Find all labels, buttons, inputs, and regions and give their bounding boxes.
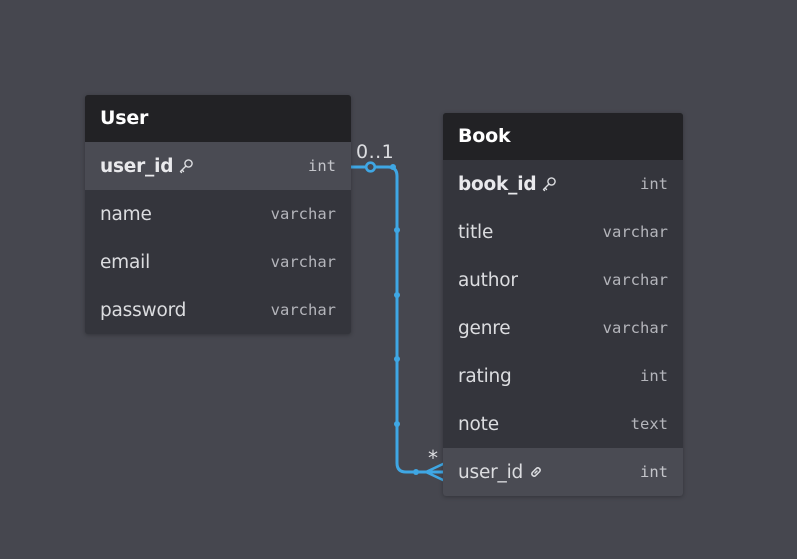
field-name: user_id: [100, 155, 174, 177]
field-type: varchar: [602, 271, 668, 289]
field-type: varchar: [270, 253, 336, 271]
field-row-user-id-fk[interactable]: user_id int: [443, 448, 683, 496]
field-type: int: [640, 367, 668, 385]
field-name: email: [100, 251, 151, 273]
field-row-password[interactable]: password varchar: [85, 286, 351, 334]
field-row-rating[interactable]: rating int: [443, 352, 683, 400]
key-icon: [180, 159, 194, 174]
field-name: rating: [458, 365, 512, 387]
optional-circle-marker: [364, 161, 377, 173]
field-name: note: [458, 413, 499, 435]
line-dot: [394, 227, 400, 233]
field-type: int: [640, 175, 668, 193]
line-dot: [413, 469, 419, 475]
field-name: title: [458, 221, 494, 243]
field-name: name: [100, 203, 152, 225]
field-row-title[interactable]: title varchar: [443, 208, 683, 256]
field-row-user-id[interactable]: user_id int: [85, 142, 351, 190]
line-dot: [394, 356, 400, 362]
field-type: int: [308, 157, 336, 175]
user-table[interactable]: User user_id int name varchar email varc…: [85, 95, 351, 334]
field-name: author: [458, 269, 518, 291]
book-table[interactable]: Book book_id int title varchar author va…: [443, 113, 683, 496]
book-table-header[interactable]: Book: [443, 113, 683, 160]
field-row-note[interactable]: note text: [443, 400, 683, 448]
field-row-genre[interactable]: genre varchar: [443, 304, 683, 352]
field-name: password: [100, 299, 187, 321]
field-row-name[interactable]: name varchar: [85, 190, 351, 238]
cardinality-one-label: 0..1: [356, 141, 395, 163]
user-table-header[interactable]: User: [85, 95, 351, 142]
field-name: user_id: [458, 461, 524, 483]
line-dot: [394, 292, 400, 298]
link-icon: [531, 467, 541, 477]
field-name: book_id: [458, 173, 537, 195]
field-type: text: [630, 415, 668, 433]
field-type: varchar: [602, 223, 668, 241]
field-row-book-id[interactable]: book_id int: [443, 160, 683, 208]
field-type: int: [640, 463, 668, 481]
field-type: varchar: [270, 301, 336, 319]
field-row-author[interactable]: author varchar: [443, 256, 683, 304]
field-type: varchar: [270, 205, 336, 223]
line-dot: [390, 164, 396, 170]
field-row-email[interactable]: email varchar: [85, 238, 351, 286]
field-name: genre: [458, 317, 511, 339]
field-type: varchar: [602, 319, 668, 337]
line-dot: [394, 421, 400, 427]
key-icon: [543, 177, 557, 192]
cardinality-many-label: *: [428, 446, 438, 470]
